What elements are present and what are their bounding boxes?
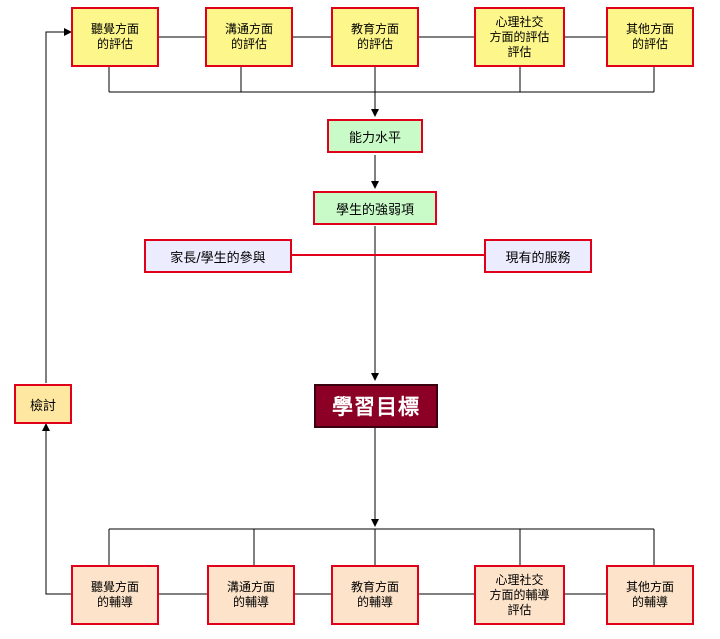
review-box: 檢討	[14, 384, 72, 424]
communication-guidance-box: 溝通方面 的輔導	[207, 565, 295, 625]
participation-box: 家長/學生的參與	[144, 239, 292, 273]
ability-level-box: 能力水平	[327, 119, 423, 153]
strengths-weaknesses-box: 學生的強弱項	[313, 191, 437, 225]
psychosocial-guidance-box: 心理社交 方面的輔導 評估	[474, 565, 565, 625]
psychosocial-assessment-box: 心理社交 方面的評估 評估	[474, 7, 565, 67]
learning-goal-box: 學習目標	[314, 384, 438, 428]
arrow-to-review	[42, 423, 73, 595]
hearing-guidance-box: 聽覺方面 的輔導	[71, 565, 159, 625]
communication-assessment-box: 溝通方面 的評估	[205, 7, 293, 67]
hearing-assessment-box: 聽覺方面 的評估	[71, 7, 159, 67]
existing-services-box: 現有的服務	[484, 239, 592, 273]
other-assessment-box: 其他方面 的評估	[606, 7, 694, 67]
education-assessment-box: 教育方面 的評估	[331, 7, 419, 67]
arrow-to-hearing-assessment	[45, 28, 72, 383]
other-guidance-box: 其他方面 的輔導	[606, 565, 694, 625]
education-guidance-box: 教育方面 的輔導	[331, 565, 419, 625]
